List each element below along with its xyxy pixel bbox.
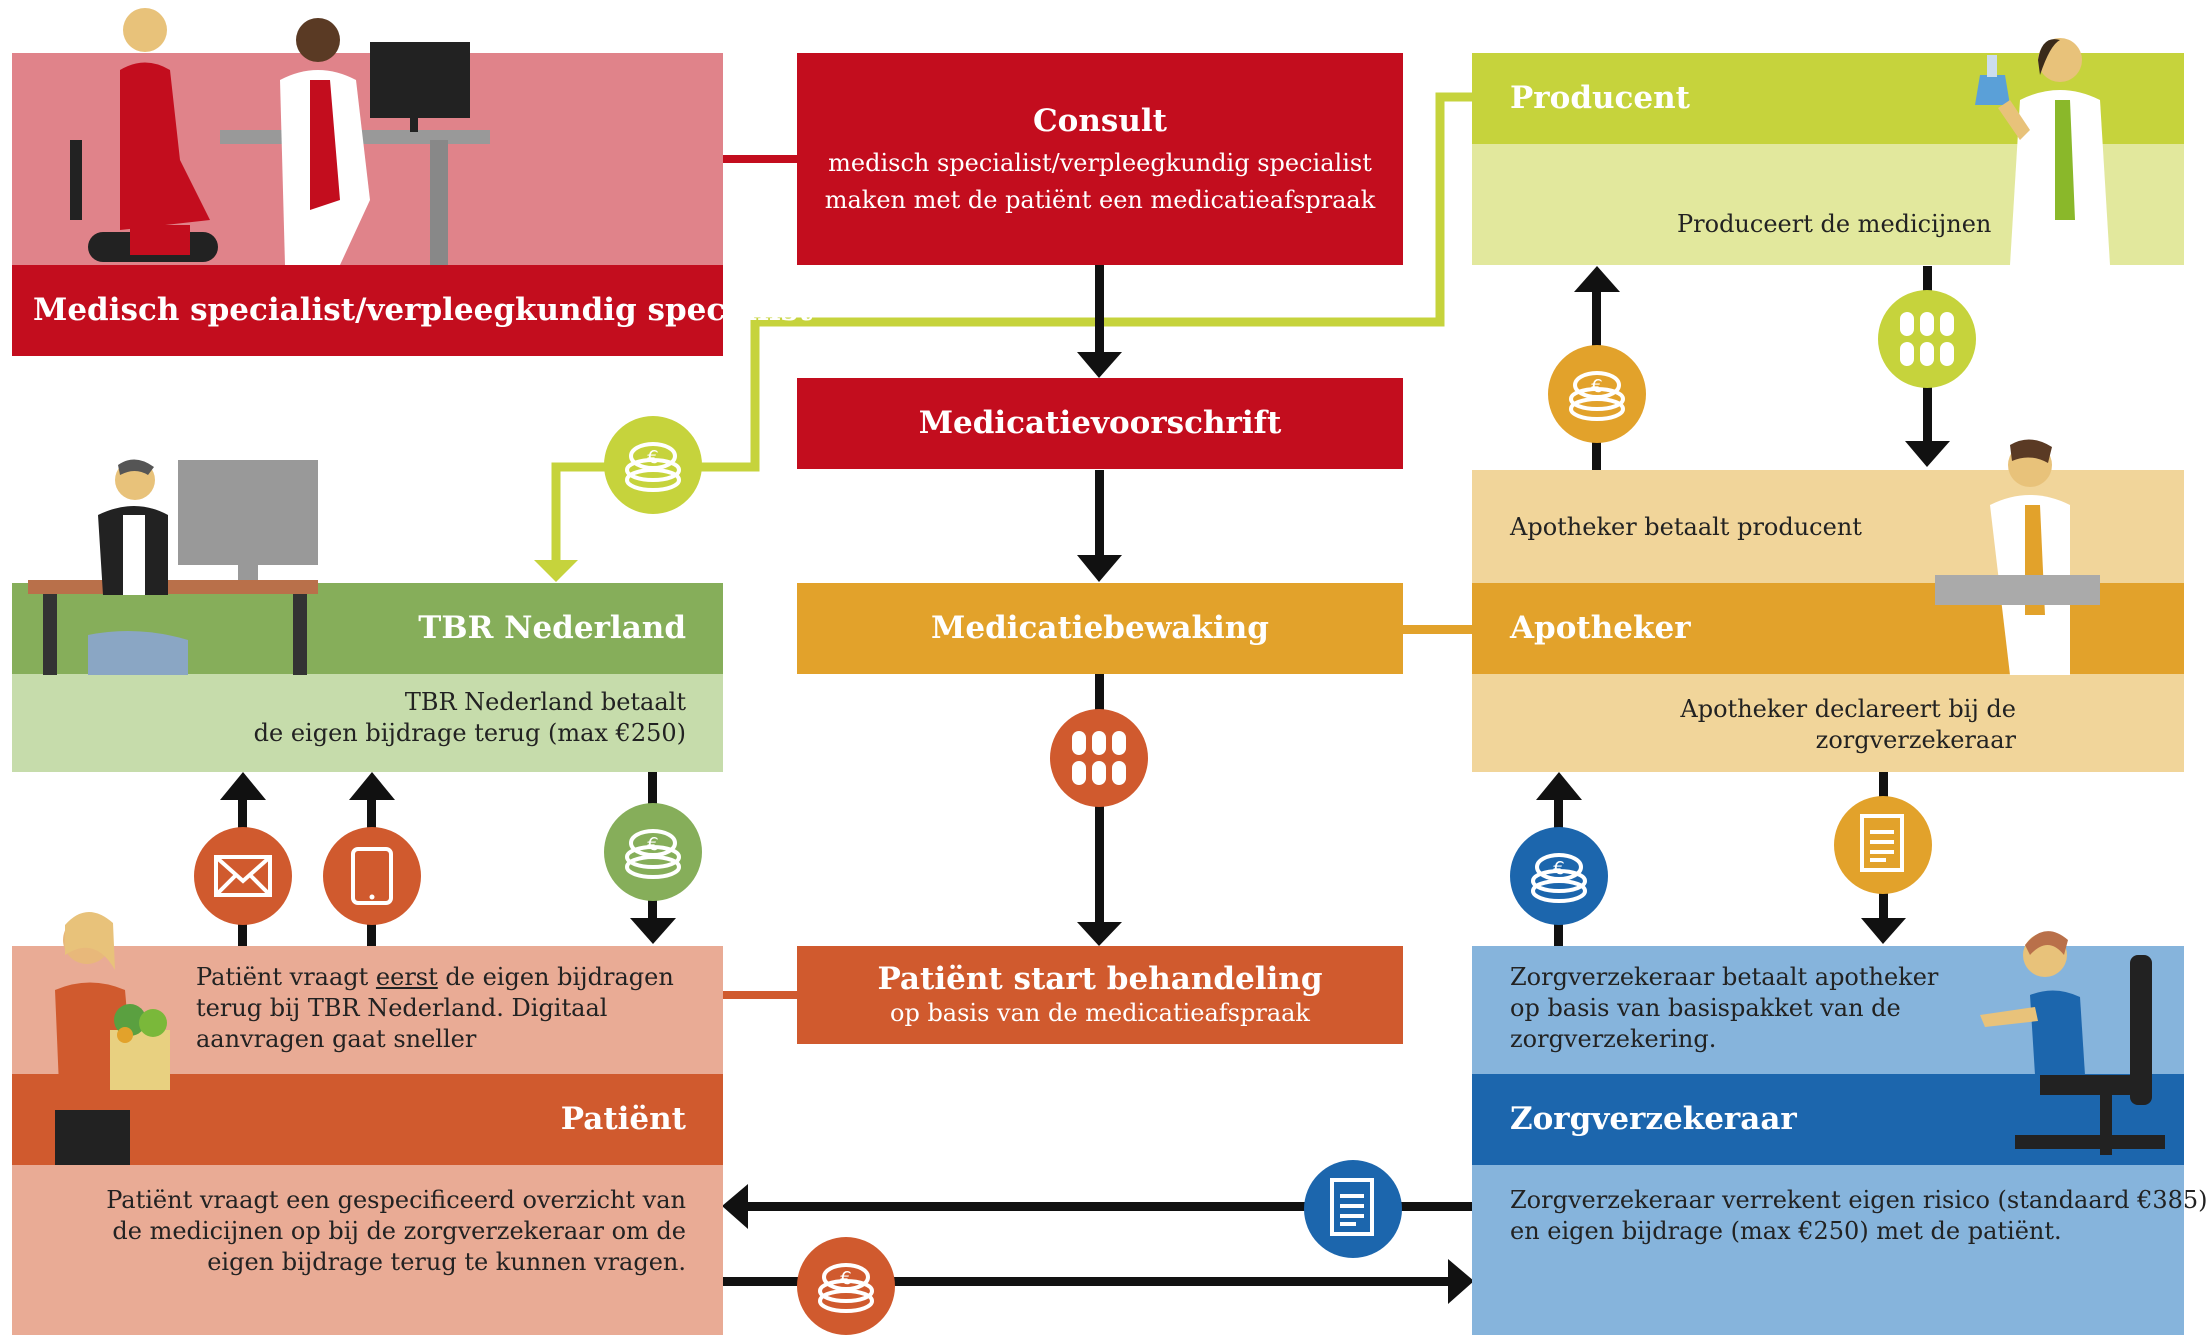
- patient-top-line-2: terug bij TBR Nederland. Digitaal: [196, 994, 608, 1022]
- patient-bottom-line-3: eigen bijdrage terug te kunnen vragen.: [207, 1248, 686, 1276]
- pills-icon: [1878, 290, 1976, 388]
- svg-text:€: €: [647, 447, 658, 468]
- tablet-icon: [323, 827, 421, 925]
- zorgverzekeraar-top-line-1: Zorgverzekeraar betaalt apotheker: [1510, 963, 1939, 991]
- coins-icon: €: [604, 803, 702, 901]
- envelope-icon: [194, 827, 292, 925]
- consult-line-2: maken met de patiënt een medicatieafspra…: [824, 186, 1376, 214]
- specialist-label: Medisch specialist/verpleegkundig specia…: [33, 292, 813, 328]
- zorgverzekeraar-title: Zorgverzekeraar: [1510, 1101, 1797, 1137]
- apotheker-bottom: [1472, 674, 2184, 772]
- coins-icon: €: [1510, 827, 1608, 925]
- office-worker-illustration: [28, 459, 318, 675]
- tbr-body: [12, 674, 723, 772]
- consult-line-1: medisch specialist/verpleegkundig specia…: [828, 149, 1372, 177]
- zorgverzekeraar-top-line-2: op basis van basispakket van de: [1510, 994, 1901, 1022]
- zorgverzekeraar-bottom: [1472, 1165, 2184, 1335]
- producent-title: Producent: [1510, 80, 1690, 116]
- behandeling-box: [797, 946, 1403, 1044]
- behandeling-title: Patiënt start behandeling: [877, 961, 1323, 997]
- svg-text:€: €: [840, 1268, 851, 1289]
- apotheker-top-text: Apotheker betaalt producent: [1510, 513, 1862, 541]
- consult-box: [797, 53, 1403, 265]
- svg-text:€: €: [1553, 858, 1564, 879]
- coins-icon: €: [604, 416, 702, 514]
- pharmacist-illustration: [1935, 439, 2100, 675]
- patient-top-line-3: aanvragen gaat sneller: [196, 1025, 477, 1053]
- patient-title: Patiënt: [560, 1101, 686, 1137]
- apotheker-bottom-line-2: zorgverzekeraar: [1815, 726, 2016, 754]
- consult-scene-illustration: [70, 8, 490, 265]
- patient-illustration: [55, 911, 170, 1165]
- apotheker-bottom-line-1: Apotheker declareert bij de: [1680, 695, 2016, 723]
- coins-icon: €: [797, 1237, 895, 1335]
- tbr-line-1: TBR Nederland betaalt: [404, 688, 686, 716]
- specialist-label-bar: [12, 265, 723, 356]
- patient-bottom-line-2: de medicijnen op bij de zorgverzekeraar …: [112, 1217, 686, 1245]
- document-icon: [1304, 1160, 1402, 1258]
- pills-icon: [1050, 709, 1148, 807]
- document-icon: [1834, 796, 1932, 894]
- medicatievoorschrift-title: Medicatievoorschrift: [918, 405, 1282, 441]
- scientist-illustration: [1975, 38, 2110, 265]
- medicatiebewaking-box: [797, 583, 1403, 674]
- svg-text:€: €: [1591, 376, 1602, 397]
- behandeling-subtitle: op basis van de medicatieafspraak: [890, 999, 1310, 1027]
- zorgverzekeraar-bottom-line-1: Zorgverzekeraar verrekent eigen risico (…: [1510, 1186, 2208, 1214]
- tbr-title: TBR Nederland: [418, 610, 686, 646]
- medicatiebewaking-title: Medicatiebewaking: [931, 610, 1269, 646]
- patient-bottom-line-1: Patiënt vraagt een gespecificeerd overzi…: [106, 1186, 686, 1214]
- producent-text: Produceert de medicijnen: [1677, 210, 1992, 238]
- insurer-employee-illustration: [1980, 931, 2165, 1155]
- svg-text:€: €: [647, 834, 658, 855]
- consult-title: Consult: [1033, 103, 1167, 139]
- tbr-line-2: de eigen bijdrage terug (max €250): [253, 719, 686, 747]
- patient-top-line-1: Patiënt vraagt eerst de eigen bijdragen: [196, 963, 674, 991]
- coins-icon: €: [1548, 345, 1646, 443]
- patient-bottom: [12, 1165, 723, 1335]
- zorgverzekeraar-top-line-3: zorgverzekering.: [1510, 1025, 1717, 1053]
- apotheker-title: Apotheker: [1510, 610, 1691, 646]
- medicatievoorschrift-box: [797, 378, 1403, 469]
- zorgverzekeraar-bottom-line-2: en eigen bijdrage (max €250) met de pati…: [1510, 1217, 2062, 1245]
